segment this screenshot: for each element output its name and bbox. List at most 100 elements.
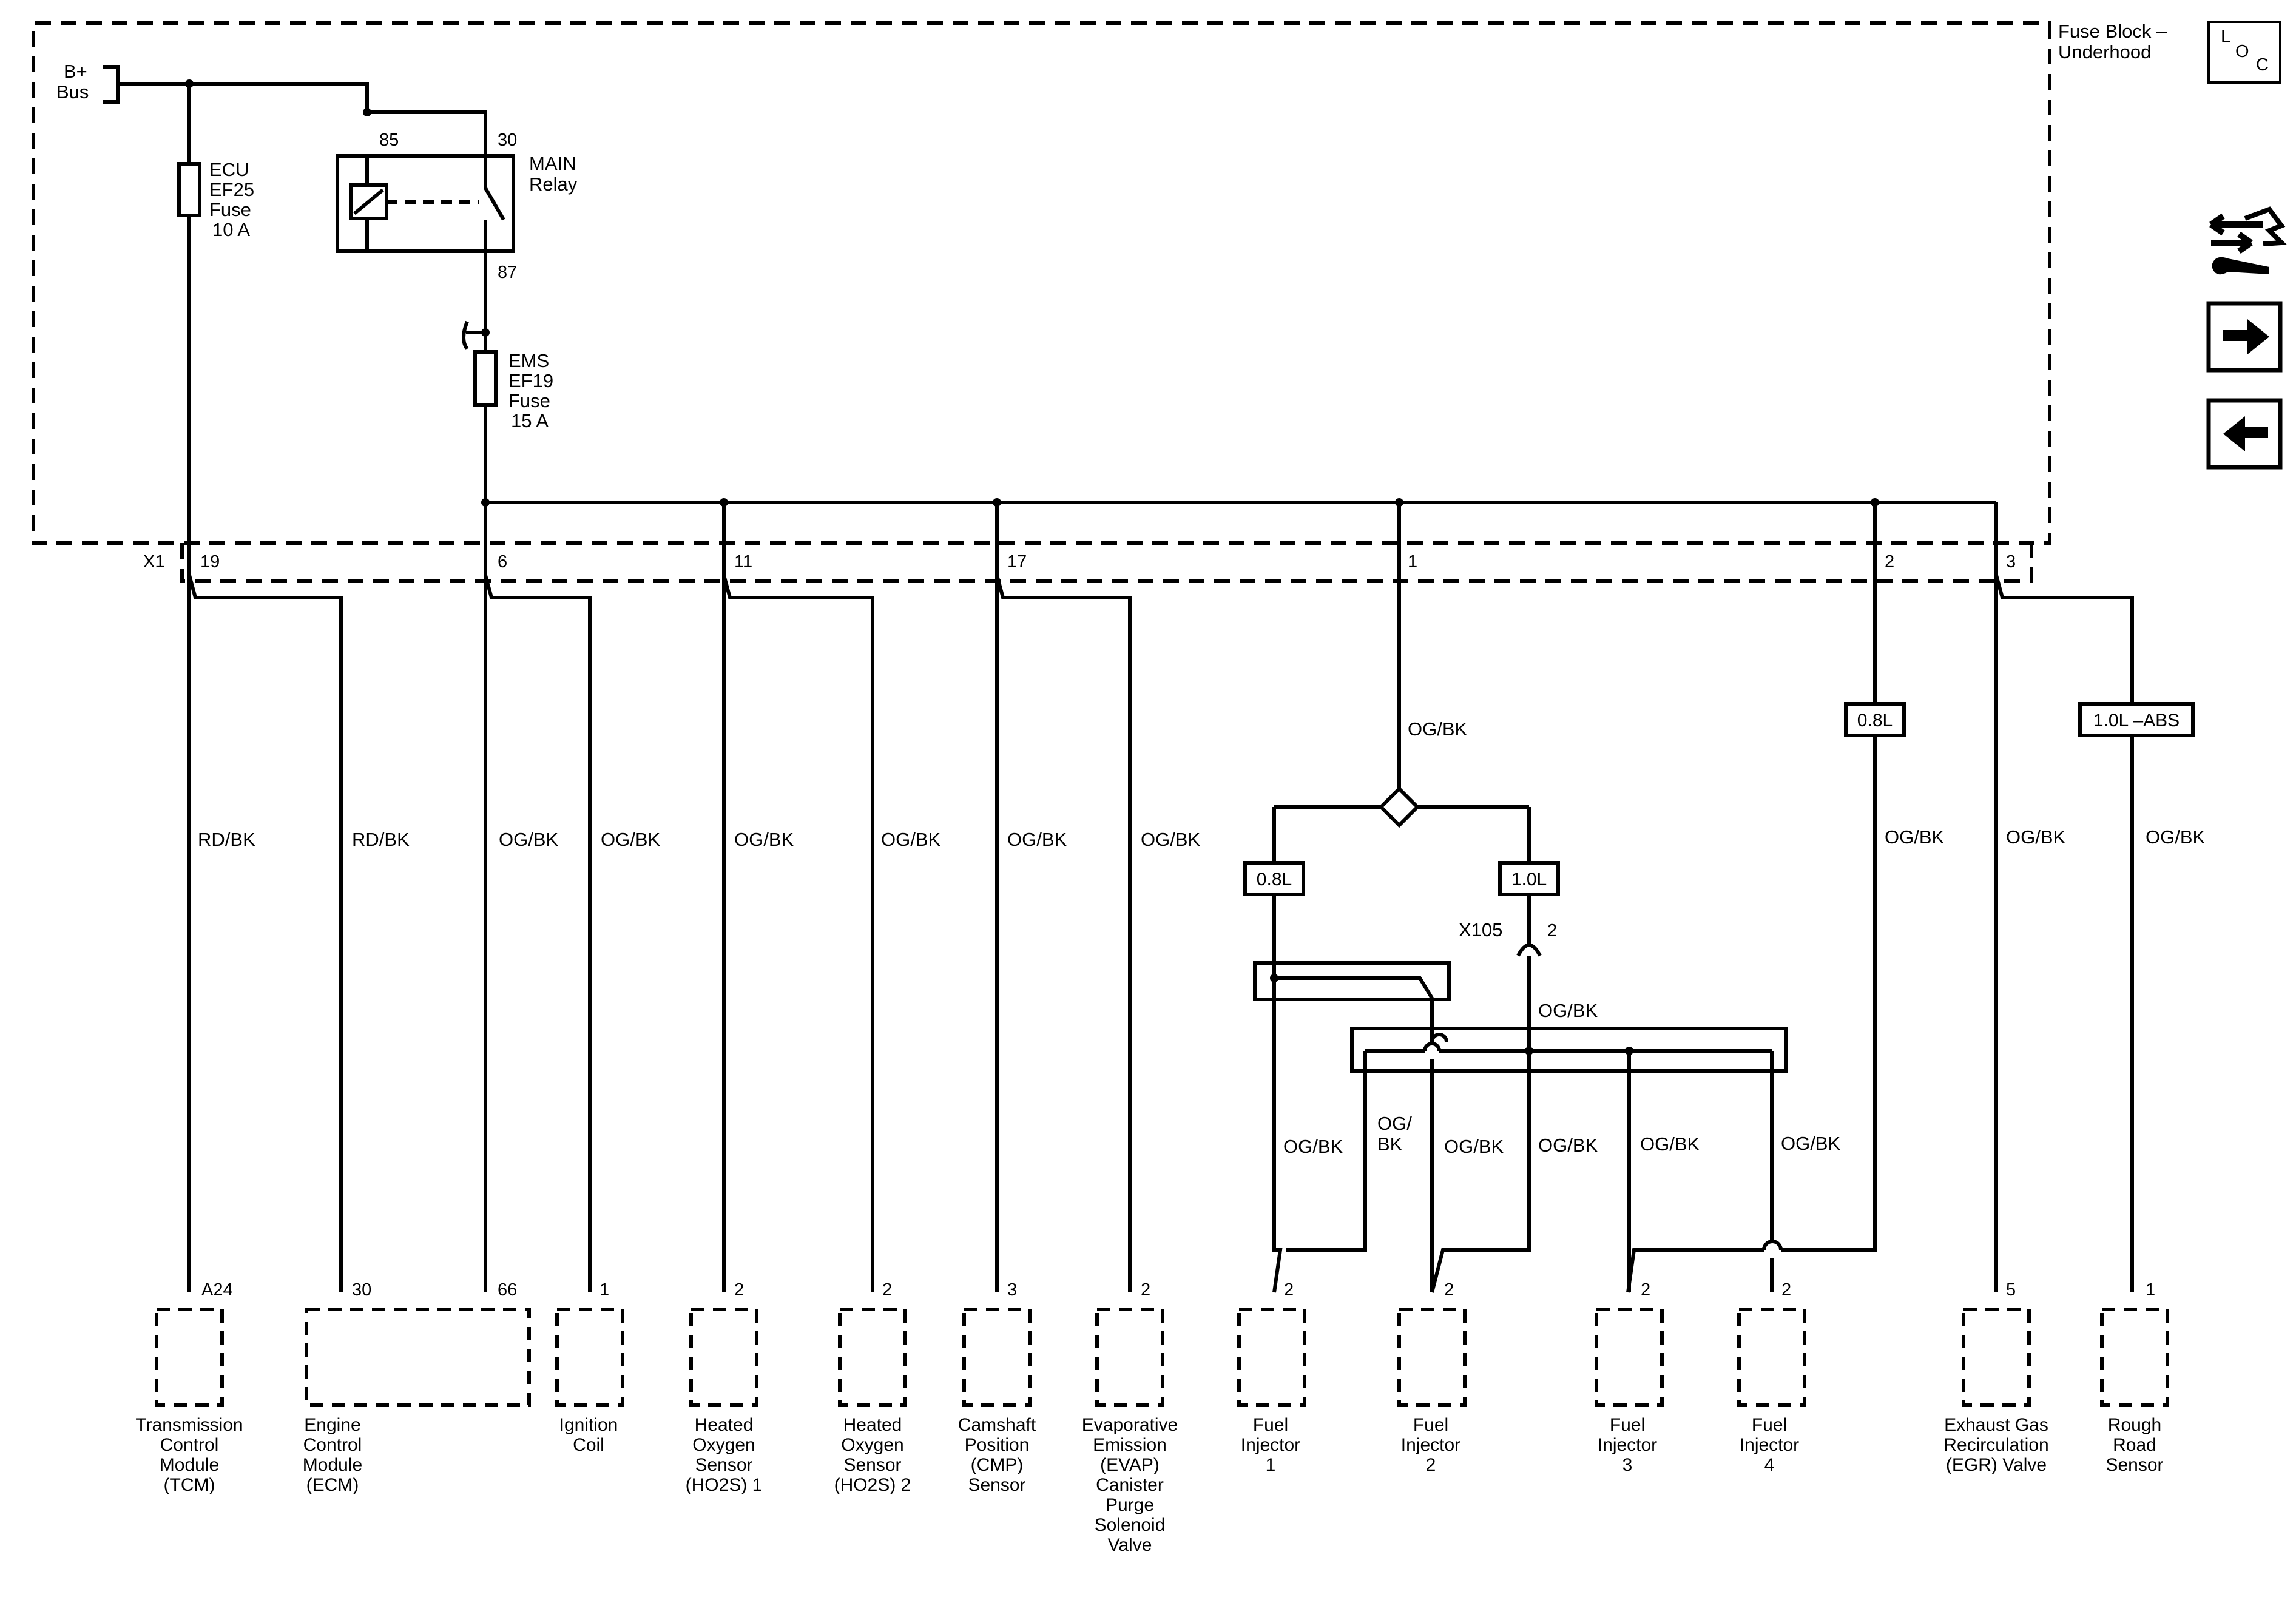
inj3-pin: 2 [1641,1280,1650,1300]
svg-text:Control: Control [160,1435,219,1455]
service-tools-icon[interactable] [2209,206,2288,275]
svg-text:Heated: Heated [843,1415,902,1435]
svg-text:Sensor: Sensor [968,1475,1025,1495]
svg-text:Oxygen: Oxygen [692,1435,755,1455]
wire-label-ecm-66: OG/BK [499,829,559,850]
wire-label-inj2: OG/BK [1444,1136,1504,1157]
svg-text:Injector: Injector [1740,1435,1799,1455]
svg-text:Recirculation: Recirculation [1943,1435,2048,1455]
svg-text:Ignition: Ignition [559,1415,618,1435]
inj1-pin: 2 [1284,1280,1294,1300]
svg-text:2: 2 [1426,1455,1436,1475]
inj1-box [1237,1308,1306,1407]
ems-fuse-l2: EF19 [508,370,553,391]
svg-text:Transmission: Transmission [135,1415,243,1435]
relay-pin-85: 85 [379,130,399,150]
component-labels: Transmission Control Module (TCM) Engine… [135,1415,2163,1555]
x1-pin-6: 6 [498,552,507,572]
svg-text:4: 4 [1764,1455,1775,1475]
option-10l: 1.0L [1511,869,1547,890]
cmp-box [962,1308,1032,1407]
svg-text:Rough: Rough [2108,1415,2161,1435]
engine-option-split: 0.8L 1.0L 0.8L 1.0L –ABS [1243,702,2195,978]
coil-pin: 1 [599,1280,609,1300]
svg-text:Valve: Valve [1108,1535,1152,1555]
inj3-name: Fuel Injector 3 [1598,1415,1657,1475]
tcm-name: Transmission Control Module (TCM) [135,1415,243,1495]
bus-label: Bus [56,81,89,103]
svg-text:Module: Module [160,1455,219,1475]
svg-text:Control: Control [303,1435,362,1455]
ems-fuse-l4: 15 A [511,410,549,431]
wire-label-inj1-alt-2: BK [1377,1133,1403,1155]
ems-fuse-l1: EMS [508,350,549,371]
wire-label-egr: OG/BK [2006,826,2066,848]
svg-text:Sensor: Sensor [843,1455,901,1475]
relay-label-2: Relay [529,174,578,195]
svg-text:Fuel: Fuel [1752,1415,1787,1435]
loc-button[interactable]: L O C [2207,21,2281,84]
tcm-box [155,1308,224,1407]
rough-road-name: Rough Road Sensor [2105,1415,2163,1475]
inj2-name: Fuel Injector 2 [1401,1415,1460,1475]
svg-text:Fuel: Fuel [1610,1415,1645,1435]
main-relay: 85 30 87 MAIN Relay [336,110,578,331]
svg-text:Coil: Coil [573,1435,604,1455]
wire-label-rough-road: OG/BK [2146,826,2206,848]
previous-page-button[interactable] [2206,398,2283,470]
wire-label-pin1: OG/BK [1408,718,1468,740]
svg-text:(HO2S) 2: (HO2S) 2 [834,1475,911,1495]
next-page-button[interactable] [2206,301,2283,373]
fuse-block-underhood: Fuse Block – Underhood [32,21,2167,583]
ems-fuse-l3: Fuse [508,390,550,411]
injector-harness [1253,961,1788,1293]
wire-label-cmp: OG/BK [1007,829,1067,850]
x105-label: X105 [1459,919,1502,940]
option-abs: 1.0L –ABS [2093,711,2180,731]
svg-text:(CMP): (CMP) [971,1455,1024,1475]
cmp-pin: 3 [1007,1280,1017,1300]
wire-label-inj2-alt: OG/BK [1538,1135,1598,1156]
svg-text:Evaporative: Evaporative [1082,1415,1178,1435]
wire-label-ho2s2: OG/BK [881,829,941,850]
ho2s2-box [838,1308,907,1407]
ecm-box [305,1308,531,1407]
coil-name: Ignition Coil [559,1415,618,1455]
egr-name: Exhaust Gas Recirculation (EGR) Valve [1943,1415,2048,1475]
ho2s1-name: Heated Oxygen Sensor (HO2S) 1 [686,1415,763,1495]
svg-text:Sensor: Sensor [695,1455,752,1475]
wire-label-ho2s1: OG/BK [734,829,794,850]
wire-label-ecm: RD/BK [352,829,410,850]
svg-text:Canister: Canister [1096,1475,1164,1495]
branch-wires [187,575,2134,1293]
bplus-label: B+ [64,61,87,82]
evap-pin: 2 [1141,1280,1150,1300]
x105-pin: 2 [1547,921,1557,940]
svg-text:1: 1 [1266,1455,1276,1475]
ecu-fuse-l4: 10 A [212,219,250,240]
svg-text:Emission: Emission [1093,1435,1167,1455]
tcm-pin: A24 [201,1280,233,1300]
svg-text:(EVAP): (EVAP) [1100,1455,1160,1475]
svg-text:Injector: Injector [1598,1435,1657,1455]
svg-text:Fuel: Fuel [1253,1415,1288,1435]
svg-text:Exhaust Gas: Exhaust Gas [1944,1415,2048,1435]
ems-fuse: EMS EF19 Fuse 15 A [462,320,553,502]
ecu-fuse-l3: Fuse [209,199,251,220]
x1-pin-17: 17 [1007,552,1027,572]
ho2s2-pin: 2 [882,1280,892,1300]
relay-label-1: MAIN [529,153,576,174]
rough-road-box [2100,1308,2169,1407]
svg-text:O: O [2235,42,2249,61]
x1-pin-3: 3 [2006,552,2016,572]
svg-text:Fuel: Fuel [1413,1415,1448,1435]
ecm-name: Engine Control Module (ECM) [303,1415,362,1495]
wire-label-x105: OG/BK [1538,1000,1598,1021]
svg-text:L: L [2221,27,2230,47]
connector-x105: X105 2 [1459,919,1557,971]
svg-text:Oxygen: Oxygen [841,1435,903,1455]
wire-label-inj4-08: OG/BK [1885,826,1945,848]
svg-text:(ECM): (ECM) [306,1475,359,1495]
svg-text:Purge: Purge [1106,1495,1154,1515]
x1-pin-11: 11 [734,552,752,572]
